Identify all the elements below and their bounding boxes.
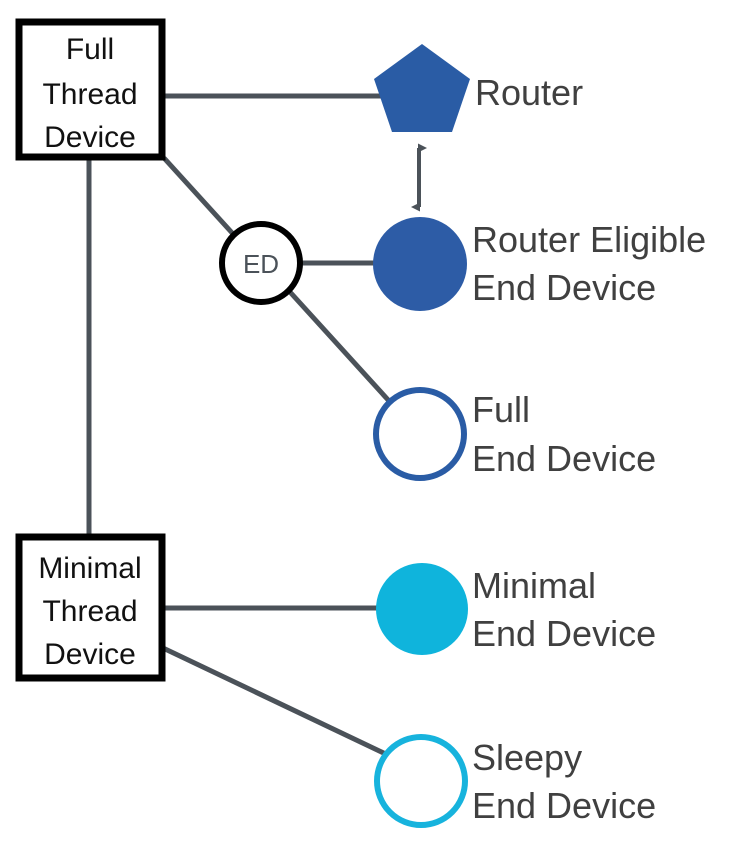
full-thread-device-label-line-3: Device <box>44 121 136 154</box>
ed-hub-label: ED <box>243 249 279 279</box>
router-eligible-end-device-label: Router Eligible End Device <box>472 219 706 308</box>
sleepy-end-device-circle-icon <box>374 734 468 828</box>
minimal-thread-device-box <box>15 533 166 682</box>
minimal-thread-device-label-line-3: Device <box>44 638 136 671</box>
minimal-thread-device-label-line-1: Minimal <box>38 552 141 585</box>
router-eligible-end-device-label-line-1: Router Eligible <box>472 219 706 260</box>
full-end-device-label-line-1: Full <box>472 389 530 430</box>
full-thread-device-label-line-2: Thread <box>42 78 137 111</box>
full-thread-device-box <box>15 18 166 161</box>
connector-ed-to-fed <box>288 290 392 404</box>
full-end-device-circle-icon <box>373 387 467 481</box>
sleepy-end-device-label-line-2: End Device <box>472 785 656 826</box>
full-end-device-label: Full End Device <box>472 389 656 479</box>
minimal-thread-device-label-line-2: Thread <box>42 595 137 628</box>
sleepy-end-device-label: Sleepy End Device <box>472 737 656 826</box>
minimal-end-device-circle-icon <box>376 563 468 655</box>
sleepy-end-device-label-line-1: Sleepy <box>472 737 582 778</box>
minimal-end-device-label: Minimal End Device <box>472 565 656 654</box>
connector-mtd-to-sed <box>161 645 394 760</box>
connector-layer <box>86 93 427 760</box>
router-eligible-end-device-circle-icon <box>373 217 467 311</box>
minimal-end-device-label-line-2: End Device <box>472 613 656 654</box>
router-eligible-end-device-label-line-2: End Device <box>472 267 656 308</box>
minimal-thread-device-label: Minimal Thread Device <box>38 552 141 671</box>
minimal-end-device-label-line-1: Minimal <box>472 565 596 606</box>
router-label-line-1: Router <box>475 72 583 113</box>
full-thread-device-label-line-1: Full <box>66 33 114 66</box>
full-thread-device-label: Full Thread Device <box>42 33 137 154</box>
full-end-device-label-line-2: End Device <box>472 438 656 479</box>
router-pentagon-icon <box>374 44 470 132</box>
ed-hub-circle-icon <box>219 221 303 305</box>
connector-ftd-to-ed <box>162 156 236 237</box>
